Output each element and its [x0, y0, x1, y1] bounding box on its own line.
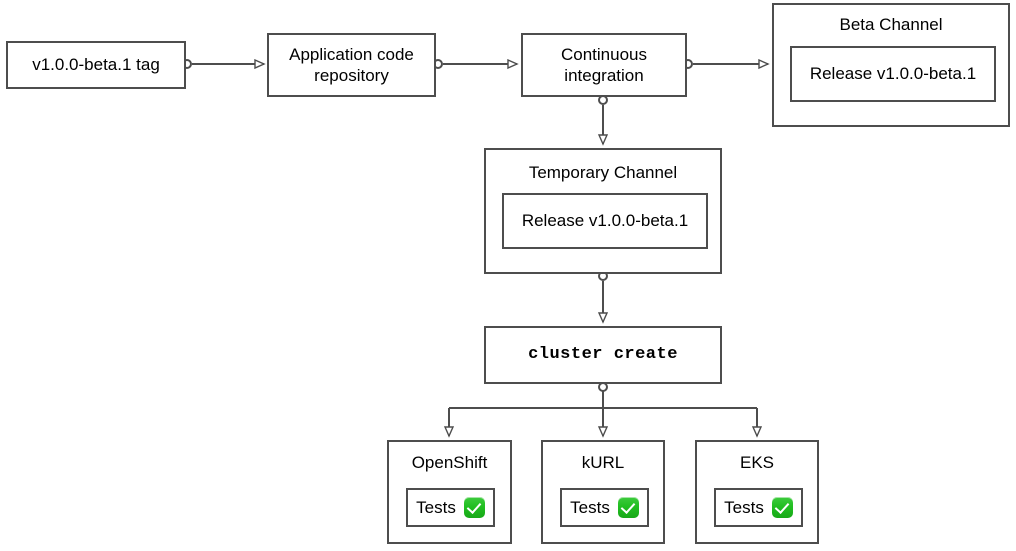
temporary-channel-release-box[interactable]: Release v1.0.0-beta.1	[502, 193, 708, 249]
node-openshift[interactable]: OpenShift Tests	[387, 440, 512, 544]
openshift-title: OpenShift	[411, 453, 488, 472]
node-tag-label: v1.0.0-beta.1 tag	[32, 55, 160, 75]
kurl-tests-label: Tests	[570, 497, 610, 517]
kurl-tests-row: Tests	[570, 497, 639, 518]
node-eks[interactable]: EKS Tests	[695, 440, 819, 544]
node-kurl[interactable]: kURL Tests	[541, 440, 665, 544]
kurl-tests-box[interactable]: Tests	[560, 488, 649, 527]
eks-tests-label: Tests	[724, 497, 764, 517]
edge-source-dot-cluster-create	[598, 382, 608, 392]
edge-source-dot-ci-temp	[598, 95, 608, 105]
check-mark-icon	[617, 497, 639, 518]
eks-title: EKS	[739, 453, 775, 472]
node-cluster-create[interactable]: cluster create	[484, 326, 722, 384]
node-repo[interactable]: Application code repository	[267, 33, 436, 97]
node-repo-label: Application code repository	[289, 44, 414, 85]
openshift-tests-box[interactable]: Tests	[406, 488, 495, 527]
eks-tests-box[interactable]: Tests	[714, 488, 803, 527]
temporary-channel-title: Temporary Channel	[528, 163, 678, 182]
node-tag[interactable]: v1.0.0-beta.1 tag	[6, 41, 186, 89]
eks-tests-row: Tests	[724, 497, 793, 518]
beta-channel-release-box[interactable]: Release v1.0.0-beta.1	[790, 46, 996, 102]
temporary-channel-release-label: Release v1.0.0-beta.1	[521, 211, 689, 231]
node-ci[interactable]: Continuous integration	[521, 33, 687, 97]
openshift-tests-row: Tests	[416, 497, 485, 518]
node-beta-channel[interactable]: Beta Channel Release v1.0.0-beta.1	[772, 3, 1010, 127]
openshift-tests-label: Tests	[416, 497, 456, 517]
check-mark-icon	[463, 497, 485, 518]
check-mark-icon	[771, 497, 793, 518]
node-ci-label: Continuous integration	[560, 44, 647, 85]
beta-channel-release-label: Release v1.0.0-beta.1	[809, 64, 977, 84]
beta-channel-title: Beta Channel	[839, 15, 943, 34]
kurl-title: kURL	[581, 453, 625, 472]
node-cluster-create-label: cluster create	[528, 345, 678, 365]
node-temporary-channel[interactable]: Temporary Channel Release v1.0.0-beta.1	[484, 148, 722, 274]
